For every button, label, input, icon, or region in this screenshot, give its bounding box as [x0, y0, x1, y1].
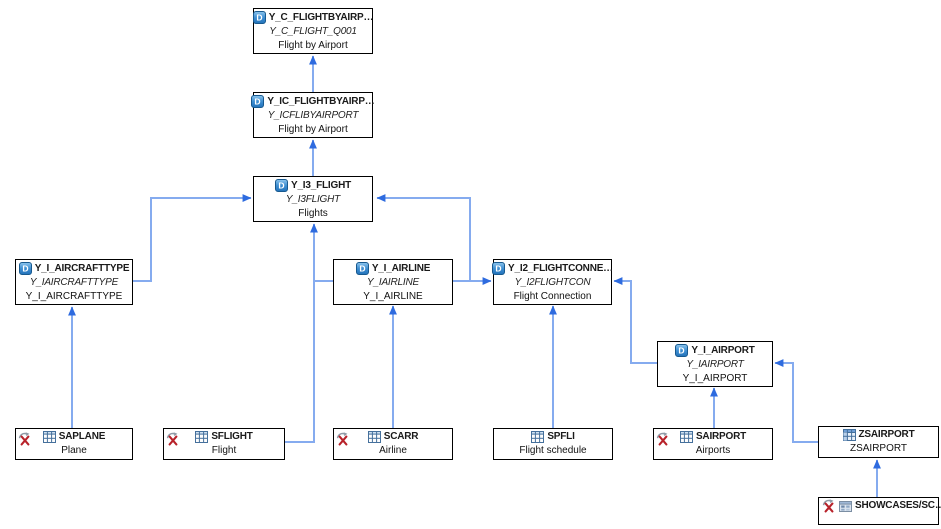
- node-description: ZSAIRPORT: [849, 443, 908, 454]
- node-description: Flight Connection: [513, 291, 592, 302]
- edge-zsairport-to-airport: [774, 359, 818, 443]
- edge-branch-to-yi3-right: [376, 194, 471, 281]
- node-title: Y_I_AIRLINE: [371, 263, 431, 274]
- node-title: Y_I3_FLIGHT: [290, 180, 352, 191]
- cds-data-definition-icon: [275, 179, 288, 192]
- node-description: Flight: [211, 445, 237, 456]
- not-analyzable-icon: [18, 432, 32, 446]
- node-title: SAIRPORT: [695, 431, 747, 442]
- table-icon: [43, 431, 56, 443]
- node-description: Flights: [298, 208, 328, 219]
- not-analyzable-icon: [822, 499, 836, 513]
- cds-data-definition-icon: [19, 262, 32, 275]
- not-analyzable-icon: [656, 432, 670, 446]
- node-y-c-flightbyairport[interactable]: Y_C_FLIGHTBYAIRP… Y_C_FLIGHT_Q001 Flight…: [253, 8, 373, 54]
- node-saplane[interactable]: SAPLANE Plane: [15, 428, 133, 460]
- node-sairport[interactable]: SAIRPORT Airports: [653, 428, 773, 460]
- node-technical-name: Y_IAIRLINE: [367, 277, 419, 288]
- not-analyzable-icon: [336, 432, 350, 446]
- node-title: SCARR: [383, 431, 419, 442]
- structure-icon: [839, 500, 852, 512]
- table-icon: [195, 431, 208, 443]
- node-y-i-airport[interactable]: Y_I_AIRPORT Y_IAIRPORT Y_I_AIRPORT: [657, 341, 773, 387]
- node-technical-name: Y_I3FLIGHT: [285, 194, 341, 205]
- node-technical-name: Y_I2FLIGHTCON: [514, 277, 591, 288]
- edge-airport-to-yi2: [613, 277, 657, 364]
- node-title: SPFLI: [547, 431, 575, 442]
- node-description: Y_I_AIRLINE: [363, 291, 423, 302]
- cds-data-definition-icon: [251, 95, 264, 108]
- node-title: ZSAIRPORT: [858, 429, 915, 440]
- node-showcases[interactable]: SHOWCASES/SC…: [818, 497, 941, 525]
- node-description: Airline: [379, 445, 407, 456]
- cds-data-definition-icon: [675, 344, 688, 357]
- node-title: Y_I_AIRCRAFTTYPE: [34, 263, 130, 274]
- node-description: Flight schedule: [519, 445, 587, 456]
- edge-aircrafttype-to-yi3: [133, 194, 252, 282]
- node-title: Y_I_AIRPORT: [691, 345, 755, 356]
- node-title: Y_IC_FLIGHTBYAIRP…: [267, 96, 375, 107]
- node-spfli[interactable]: SPFLI Flight schedule: [493, 428, 613, 460]
- node-technical-name: Y_IAIRCRAFTTYPE: [29, 277, 119, 288]
- node-description: Flight by Airport: [278, 124, 348, 135]
- table-appended-icon: [843, 429, 856, 441]
- node-description: Plane: [61, 445, 87, 456]
- not-analyzable-icon: [166, 432, 180, 446]
- node-title: SHOWCASES/SC…: [855, 500, 941, 511]
- node-zsairport[interactable]: ZSAIRPORT ZSAIRPORT: [818, 426, 939, 458]
- edge-sflight-to-yi3: [285, 223, 318, 443]
- cds-data-definition-icon: [356, 262, 369, 275]
- node-y-i3-flight[interactable]: Y_I3_FLIGHT Y_I3FLIGHT Flights: [253, 176, 373, 222]
- node-title: Y_I2_FLIGHTCONNE…: [508, 263, 613, 274]
- node-technical-name: Y_C_FLIGHT_Q001: [269, 26, 357, 37]
- table-icon: [368, 431, 381, 443]
- node-sflight[interactable]: SFLIGHT Flight: [163, 428, 285, 460]
- node-description: Flight by Airport: [278, 40, 348, 51]
- node-scarr[interactable]: SCARR Airline: [333, 428, 453, 460]
- node-y-i2-flightconnection[interactable]: Y_I2_FLIGHTCONNE… Y_I2FLIGHTCON Flight C…: [492, 259, 613, 305]
- node-technical-name: Y_IAIRPORT: [686, 359, 744, 370]
- table-icon: [531, 431, 544, 443]
- cds-data-definition-icon: [253, 11, 266, 24]
- node-description: Y_I_AIRCRAFTTYPE: [25, 291, 123, 302]
- node-y-i-aircrafttype[interactable]: Y_I_AIRCRAFTTYPE Y_IAIRCRAFTTYPE Y_I_AIR…: [15, 259, 133, 305]
- node-description: Airports: [695, 445, 731, 456]
- node-title: SFLIGHT: [211, 431, 253, 442]
- node-y-i-airline[interactable]: Y_I_AIRLINE Y_IAIRLINE Y_I_AIRLINE: [333, 259, 453, 305]
- node-description: Y_I_AIRPORT: [682, 373, 748, 384]
- cds-data-definition-icon: [492, 262, 505, 275]
- node-y-ic-flightbyairport[interactable]: Y_IC_FLIGHTBYAIRP… Y_ICFLIBYAIRPORT Flig…: [251, 92, 375, 138]
- node-technical-name: Y_ICFLIBYAIRPORT: [267, 110, 359, 121]
- node-title: Y_C_FLIGHTBYAIRP…: [268, 12, 374, 23]
- table-icon: [680, 431, 693, 443]
- node-title: SAPLANE: [58, 431, 106, 442]
